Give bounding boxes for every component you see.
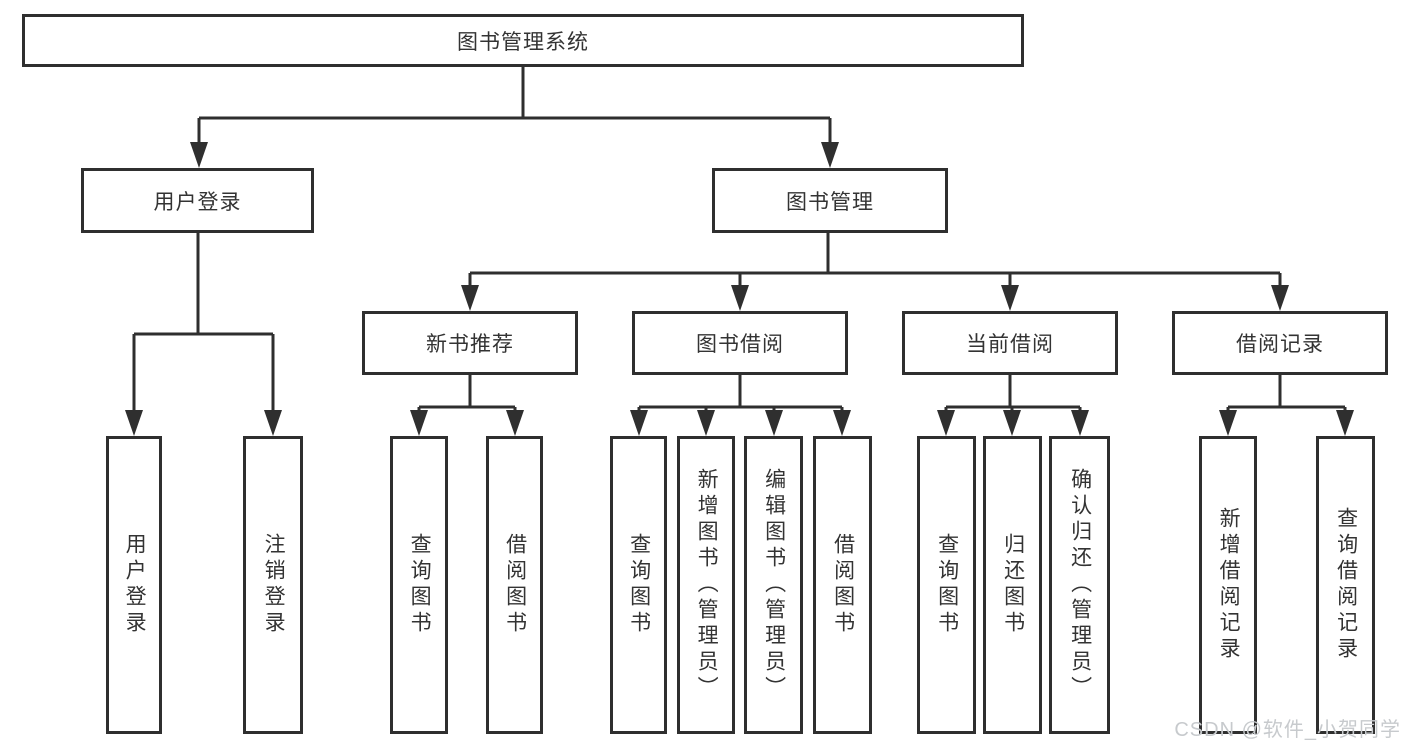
node-borrow-records: 借阅记录 [1172, 311, 1388, 375]
node-book-mgmt-label: 图书管理 [786, 190, 874, 214]
leaf-query-books-1: 查询图书 [390, 436, 448, 734]
leaf-add-borrow-record-label: 新增借阅记录 [1217, 507, 1241, 663]
node-user-login-label: 用户登录 [153, 190, 242, 214]
watermark: CSDN @软件_小贺同学 [1174, 719, 1401, 741]
leaf-confirm-return-admin-label: 确认归还（管理员） [1068, 468, 1092, 702]
node-root: 图书管理系统 [22, 14, 1024, 67]
leaf-logout: 注销登录 [243, 436, 303, 734]
node-current-borrow-label: 当前借阅 [966, 333, 1054, 356]
node-new-book-rec: 新书推荐 [362, 311, 578, 375]
arrowheads [125, 142, 1354, 436]
node-current-borrow: 当前借阅 [902, 311, 1118, 375]
node-book-mgmt: 图书管理 [712, 168, 948, 233]
leaf-return-book-label: 归还图书 [1001, 533, 1025, 637]
node-user-login: 用户登录 [81, 168, 314, 233]
node-borrow-records-label: 借阅记录 [1236, 333, 1324, 356]
leaf-edit-book-admin-label: 编辑图书（管理员） [762, 468, 786, 702]
leaf-logout-label: 注销登录 [262, 533, 286, 637]
leaf-edit-book-admin: 编辑图书（管理员） [744, 436, 803, 734]
leaf-add-borrow-record: 新增借阅记录 [1199, 436, 1257, 734]
leaf-return-book: 归还图书 [983, 436, 1042, 734]
leaf-query-books-1-label: 查询图书 [408, 533, 432, 637]
node-book-borrow-label: 图书借阅 [696, 333, 784, 356]
leaf-borrow-books-1-label: 借阅图书 [503, 533, 527, 637]
leaf-query-books-2-label: 查询图书 [627, 533, 651, 637]
leaf-borrow-books-1: 借阅图书 [486, 436, 543, 734]
leaf-query-books-2: 查询图书 [610, 436, 667, 734]
leaf-query-borrow-record-label: 查询借阅记录 [1334, 507, 1358, 663]
leaf-borrow-books-2: 借阅图书 [813, 436, 872, 734]
node-root-label: 图书管理系统 [457, 30, 589, 54]
leaf-add-book-admin-label: 新增图书（管理员） [695, 468, 719, 702]
leaf-borrow-books-2-label: 借阅图书 [831, 533, 855, 637]
leaf-query-books-3-label: 查询图书 [935, 533, 959, 637]
node-book-borrow: 图书借阅 [632, 311, 848, 375]
leaf-query-borrow-record: 查询借阅记录 [1316, 436, 1375, 734]
leaf-confirm-return-admin: 确认归还（管理员） [1049, 436, 1110, 734]
leaf-add-book-admin: 新增图书（管理员） [677, 436, 735, 734]
leaf-query-books-3: 查询图书 [917, 436, 976, 734]
node-new-book-rec-label: 新书推荐 [426, 333, 514, 356]
leaf-user-login: 用户登录 [106, 436, 162, 734]
leaf-user-login-label: 用户登录 [123, 533, 147, 637]
